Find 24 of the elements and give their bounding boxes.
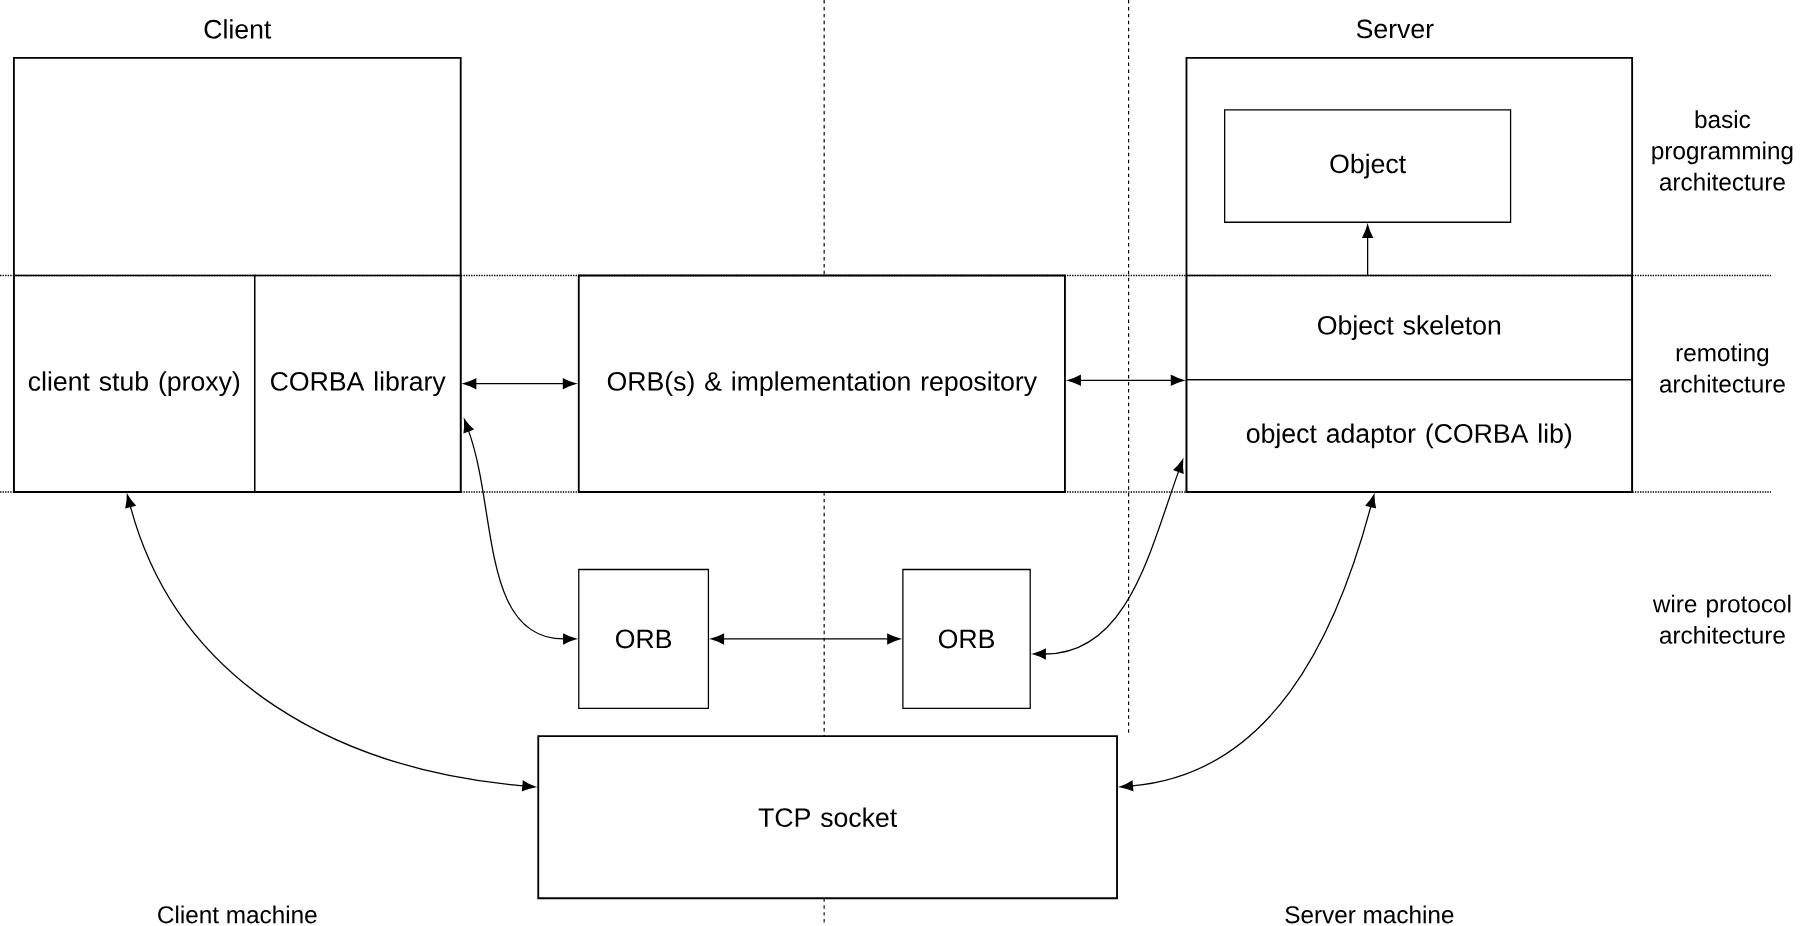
- connector-arrow: [125, 494, 536, 792]
- process-box: client stub (proxy): [13, 274, 256, 493]
- layer-label: wire protocol architecture: [1652, 594, 1791, 644]
- layer-label: remoting architecture: [1659, 343, 1785, 393]
- process-box: CORBA library: [254, 274, 462, 493]
- layer-label: Server machine: [1285, 905, 1454, 924]
- process-box: ORB: [902, 568, 1031, 710]
- connector-arrow: [1362, 224, 1373, 276]
- connector-arrow: [1067, 375, 1184, 386]
- layer-label: Client machine: [158, 905, 317, 924]
- connector-arrow: [1032, 459, 1184, 660]
- connector-arrow: [463, 378, 576, 390]
- node-label: Client: [204, 19, 272, 39]
- connector-arrow: [711, 633, 901, 645]
- node-label: Server: [1356, 19, 1434, 39]
- process-box: Object skeleton: [1185, 274, 1633, 381]
- connector-arrow: [1119, 494, 1376, 792]
- layer-label: basic programming architecture: [1652, 110, 1793, 191]
- connector-arrow: [463, 419, 577, 645]
- process-box: ORB: [578, 568, 710, 710]
- process-box: object adaptor (CORBA lib): [1185, 379, 1633, 493]
- process-box: Object: [1224, 109, 1512, 223]
- process-box: TCP socket: [537, 735, 1118, 900]
- process-box: ORB(s) & implementation repository: [577, 274, 1066, 493]
